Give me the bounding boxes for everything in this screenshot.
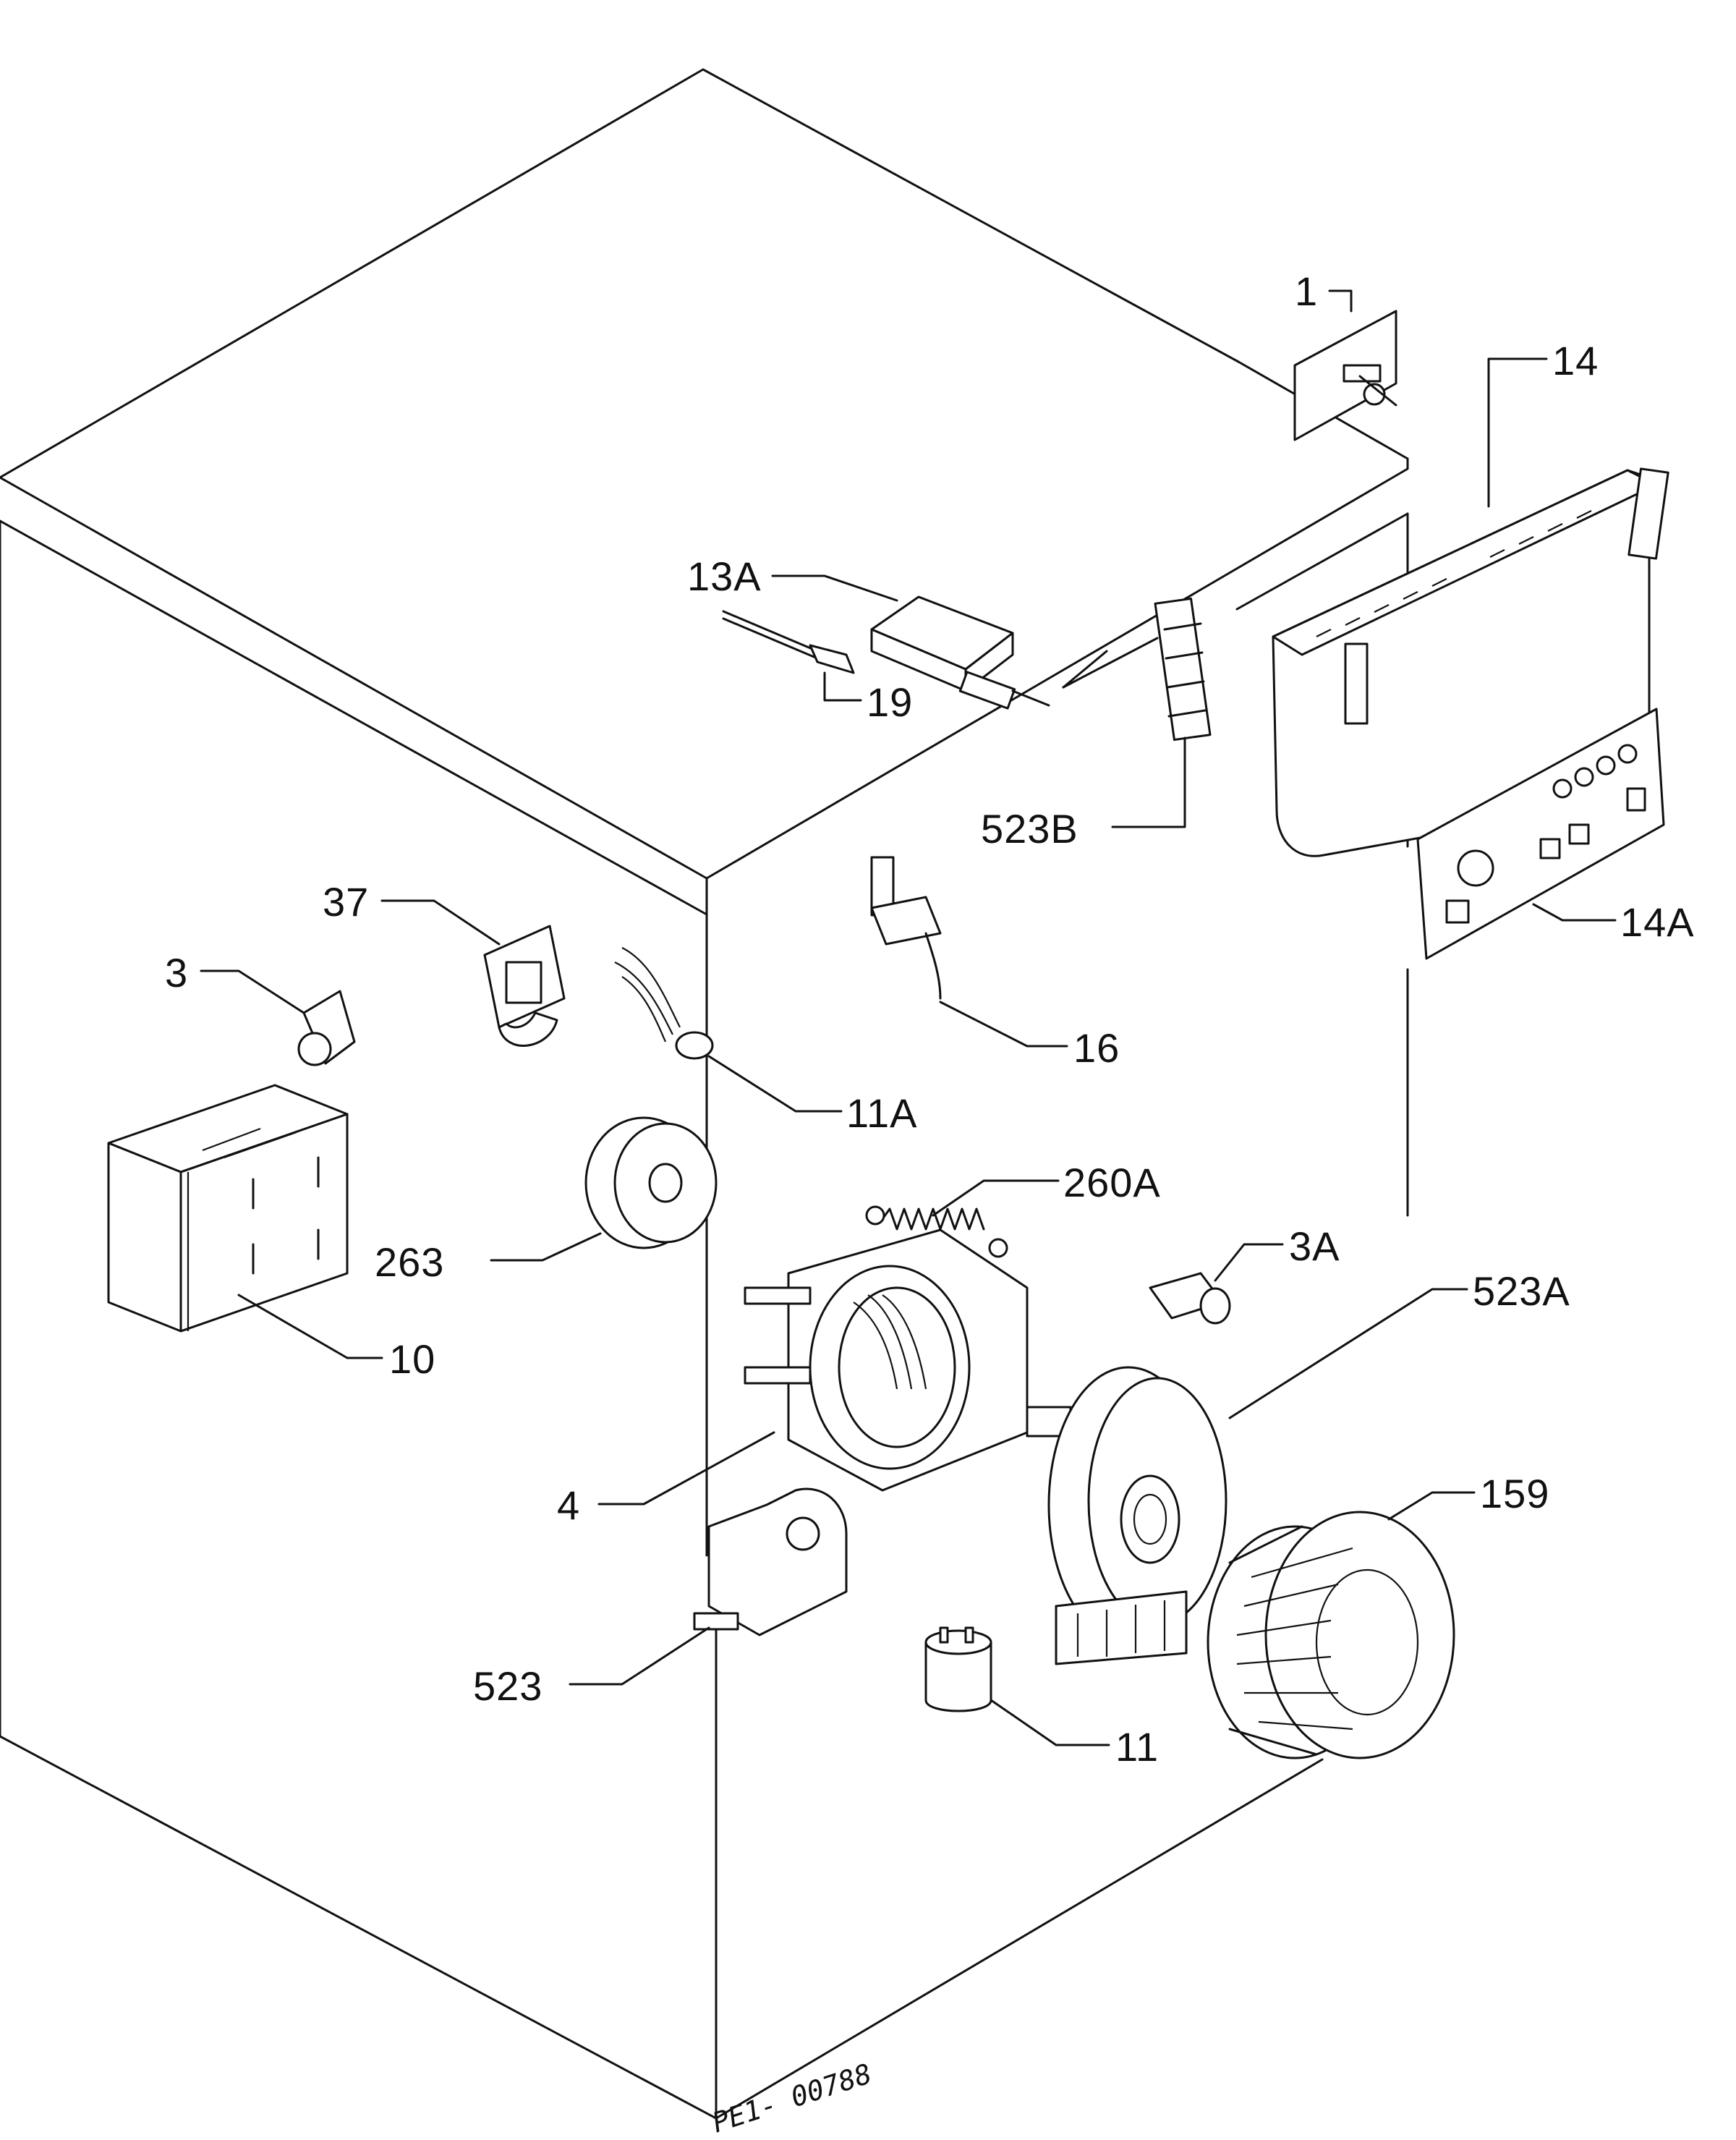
label-523b: 523B bbox=[981, 806, 1078, 852]
part-523a-fan-housing bbox=[1047, 1366, 1227, 1665]
label-19: 19 bbox=[867, 679, 913, 725]
part-11-capacitor bbox=[924, 1626, 992, 1712]
part-14a-control-plate bbox=[1416, 708, 1665, 960]
label-1: 1 bbox=[1295, 268, 1318, 314]
label-260a: 260A bbox=[1063, 1160, 1161, 1205]
part-3-clip bbox=[297, 990, 356, 1066]
label-523: 523 bbox=[473, 1663, 542, 1709]
label-3a: 3A bbox=[1289, 1223, 1340, 1269]
part-10-filter-box bbox=[107, 1084, 349, 1333]
part-16-microswitch bbox=[870, 856, 942, 1000]
part-13a-connector bbox=[870, 595, 1050, 710]
label-3: 3 bbox=[165, 950, 188, 995]
label-11a: 11A bbox=[846, 1090, 917, 1136]
part-1-bracket bbox=[1293, 310, 1397, 441]
label-4: 4 bbox=[557, 1482, 580, 1528]
part-37-timer bbox=[483, 925, 566, 1047]
part-523-bracket bbox=[693, 1487, 848, 1636]
label-13a: 13A bbox=[687, 553, 762, 599]
part-263-pulley bbox=[584, 1116, 718, 1249]
part-260a-spring bbox=[865, 1205, 1008, 1258]
part-14-control-housing bbox=[1272, 467, 1669, 857]
drawing-code: PE1- 00788 bbox=[708, 2058, 875, 2139]
label-37: 37 bbox=[323, 879, 369, 925]
label-10: 10 bbox=[389, 1336, 435, 1382]
part-19-probe bbox=[722, 610, 855, 674]
label-523a: 523A bbox=[1473, 1268, 1570, 1314]
part-4-motor bbox=[744, 1228, 1097, 1492]
label-11: 11 bbox=[1115, 1724, 1159, 1770]
part-11a-sensor bbox=[614, 947, 714, 1060]
housing-vent-slots bbox=[1316, 510, 1592, 637]
part-3a-thermostat bbox=[1149, 1272, 1231, 1325]
label-159: 159 bbox=[1480, 1471, 1549, 1516]
label-14: 14 bbox=[1552, 338, 1599, 383]
part-159-blower-wheel bbox=[1207, 1511, 1455, 1759]
part-523b-bracket bbox=[1154, 597, 1212, 742]
leader-lines bbox=[200, 289, 1617, 1746]
cabinet-outline bbox=[0, 68, 1409, 2120]
label-16: 16 bbox=[1073, 1025, 1120, 1071]
part-labels: 1 14 13A 19 523B 14A 37 3 16 11A 260A 26… bbox=[165, 268, 1695, 1770]
label-14a: 14A bbox=[1620, 899, 1695, 945]
label-263: 263 bbox=[375, 1239, 444, 1285]
